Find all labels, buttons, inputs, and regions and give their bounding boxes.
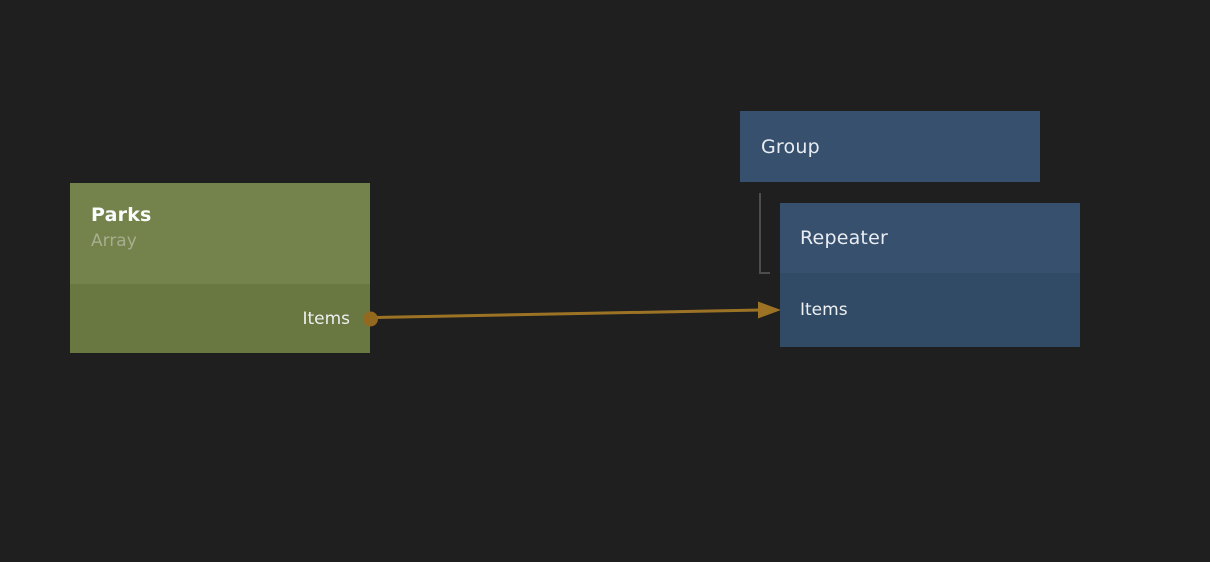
output-port-dot[interactable] (363, 311, 378, 326)
repeater-items-port-label: Items (800, 300, 848, 320)
repeater-items-port[interactable]: Items (780, 273, 1080, 347)
repeater-node-header: Repeater (780, 203, 1080, 273)
group-node-title: Group (761, 135, 820, 158)
parks-items-port[interactable]: Items (70, 284, 378, 353)
parks-node[interactable]: Parks Array Items (70, 183, 378, 353)
connection-arrow[interactable] (374, 301, 781, 319)
parks-node-title: Parks (91, 204, 152, 226)
parks-node-subtitle: Array (91, 231, 137, 251)
hierarchy-connector-line (759, 193, 770, 274)
arrowhead-icon (758, 301, 781, 319)
repeater-node-title: Repeater (800, 227, 888, 249)
connection-line[interactable] (374, 308, 762, 319)
group-node[interactable]: Group (740, 111, 1040, 182)
repeater-node[interactable]: Repeater Items (780, 203, 1080, 347)
parks-items-port-label: Items (302, 308, 350, 329)
parks-node-header: Parks Array (70, 183, 370, 284)
